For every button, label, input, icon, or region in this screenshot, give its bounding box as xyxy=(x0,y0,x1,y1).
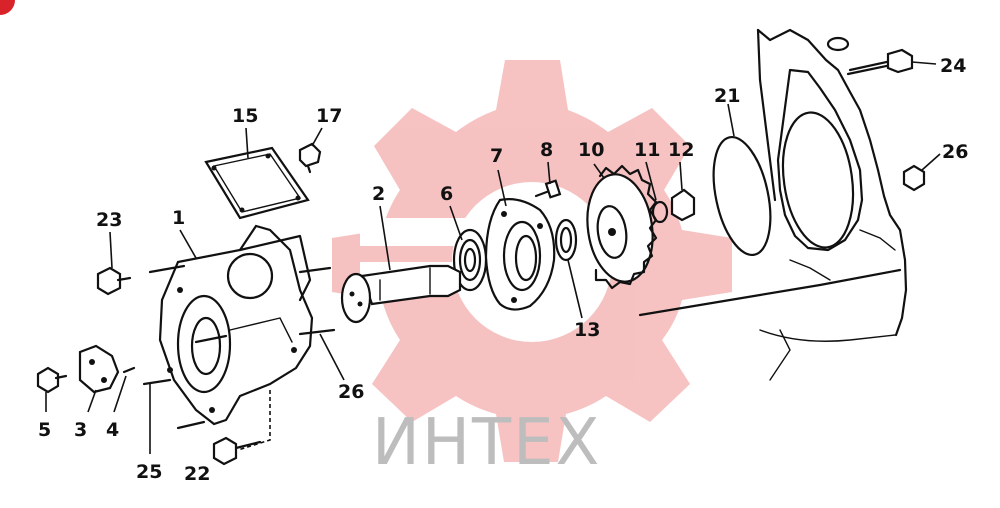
callout-23: 23 xyxy=(96,209,122,231)
callout-6: 6 xyxy=(440,183,453,205)
callout-11: 11 xyxy=(634,139,660,161)
callout-8: 8 xyxy=(540,139,553,161)
callout-26-right: 26 xyxy=(942,141,968,163)
part-2-shaft xyxy=(340,264,462,324)
housing-studs xyxy=(142,264,336,430)
callout-24: 24 xyxy=(940,55,966,77)
part-8-bolt xyxy=(534,179,562,199)
part-12-nut xyxy=(670,188,696,222)
callout-17: 17 xyxy=(316,105,342,127)
part-1-main-housing xyxy=(158,224,314,426)
part-22-bolt xyxy=(212,436,262,466)
callout-3: 3 xyxy=(74,419,87,441)
part-3-plate xyxy=(78,344,120,394)
callout-12: 12 xyxy=(668,139,694,161)
part-6-bearing xyxy=(452,228,488,292)
callout-5: 5 xyxy=(38,419,51,441)
leader-lines xyxy=(45,61,941,454)
part-13-seal xyxy=(554,218,578,262)
callout-15: 15 xyxy=(232,105,258,127)
part-5-bolt xyxy=(36,366,68,394)
callout-21: 21 xyxy=(714,85,740,107)
callout-25: 25 xyxy=(136,461,162,483)
part-10-gear xyxy=(586,164,658,290)
part-24-bolt xyxy=(846,48,914,76)
part-21-o-ring xyxy=(712,135,772,257)
part-15-cover-plate xyxy=(204,146,310,220)
callout-2: 2 xyxy=(372,183,385,205)
callout-1: 1 xyxy=(172,207,185,229)
watermark-text: ИНТЕХ xyxy=(372,406,601,480)
gearbox-housing xyxy=(638,28,908,381)
callout-22: 22 xyxy=(184,463,210,485)
part-26-nut-right xyxy=(902,164,926,192)
callout-10: 10 xyxy=(578,139,604,161)
part-11-washer xyxy=(651,200,669,224)
part-17-plug xyxy=(298,142,322,174)
callout-13: 13 xyxy=(574,319,600,341)
callout-7: 7 xyxy=(490,145,503,167)
callout-4: 4 xyxy=(106,419,119,441)
corner-badge xyxy=(0,0,15,15)
callout-26-left: 26 xyxy=(338,381,364,403)
part-23-bolt xyxy=(96,266,132,296)
part-4-pin xyxy=(122,366,136,374)
